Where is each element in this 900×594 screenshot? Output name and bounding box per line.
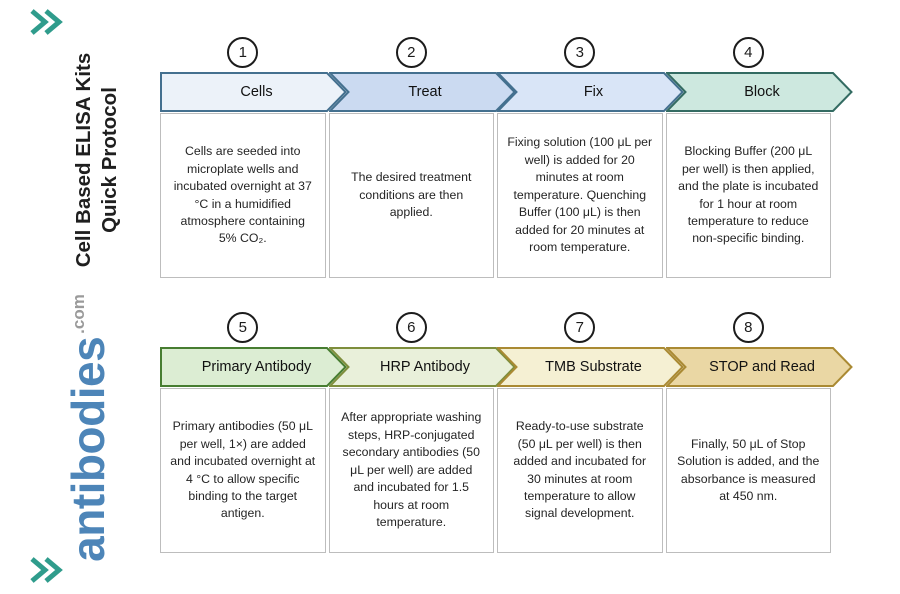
step-number-circle-3: 3 bbox=[564, 37, 596, 68]
step-description-box-treat: The desired treatment conditions are the… bbox=[328, 113, 494, 278]
page-title: Cell Based ELISA Kits Quick Protocol bbox=[71, 53, 123, 268]
antibodies-logo-suffix: .com bbox=[69, 294, 88, 334]
step-description-box-cells: Cells are seeded into microplate wells a… bbox=[160, 113, 326, 278]
step-banner-block: Block bbox=[665, 72, 853, 112]
step-banner-primary-antibody: Primary Antibody bbox=[160, 347, 347, 387]
step-number-circle-8: 8 bbox=[732, 312, 764, 343]
step-banner-label: Primary Antibody bbox=[201, 359, 312, 375]
step-description-box-primary-antibody: Primary antibodies (50 μL per well, 1×) … bbox=[160, 388, 326, 553]
step-description-box-fix: Fixing solution (100 μL per well) is add… bbox=[497, 113, 663, 278]
step-description-box-tmb-substrate: Ready-to-use substrate (50 μL per well) … bbox=[497, 388, 663, 553]
step-number-circle-1: 1 bbox=[227, 37, 259, 68]
step-number-circle-6: 6 bbox=[395, 312, 427, 343]
antibodies-logo: antibodies .com bbox=[61, 294, 115, 562]
step-banner-stop-and-read: STOP and Read bbox=[665, 347, 853, 387]
step-number-row: 1 2 3 4 bbox=[160, 37, 831, 68]
step-number-circle-4: 4 bbox=[732, 37, 764, 68]
banner-arrow-shape bbox=[328, 72, 516, 112]
step-description-box-block: Blocking Buffer (200 μL per well) is the… bbox=[665, 113, 831, 278]
step-description-row: Cells are seeded into microplate wells a… bbox=[160, 113, 831, 278]
step-banner-label: Fix bbox=[583, 84, 604, 100]
step-description: After appropriate washing steps, HRP-con… bbox=[341, 410, 482, 530]
step-number-circle-7: 7 bbox=[564, 312, 596, 343]
step-description: Finally, 50 μL of Stop Solution is added… bbox=[677, 436, 820, 503]
step-banner-hrp-antibody: HRP Antibody bbox=[328, 347, 516, 387]
step-number-row: 5 6 7 8 bbox=[160, 312, 831, 343]
step-description: The desired treatment conditions are the… bbox=[351, 170, 472, 220]
step-description-row: Primary antibodies (50 μL per well, 1×) … bbox=[160, 388, 831, 553]
banner-arrow-shape bbox=[328, 347, 516, 387]
step-description-box-hrp-antibody: After appropriate washing steps, HRP-con… bbox=[328, 388, 494, 553]
banner-arrow-shape bbox=[160, 347, 347, 387]
step-description: Cells are seeded into microplate wells a… bbox=[173, 144, 312, 246]
step-description-box-stop-and-read: Finally, 50 μL of Stop Solution is added… bbox=[665, 388, 831, 553]
step-banner-fix: Fix bbox=[497, 72, 684, 112]
corner-chevron-icon bbox=[30, 9, 63, 35]
step-description: Primary antibodies (50 μL per well, 1×) … bbox=[170, 419, 316, 521]
antibodies-logo-text: antibodies bbox=[62, 336, 114, 562]
banner-arrow-shape bbox=[665, 347, 853, 387]
step-banner-label: STOP and Read bbox=[709, 359, 815, 375]
step-banner-cells: Cells bbox=[160, 72, 347, 112]
banner-arrow-shape bbox=[497, 72, 684, 112]
banner-arrow-shape bbox=[160, 72, 347, 112]
step-banner-label: Cells bbox=[240, 84, 273, 100]
step-banner-label: TMB Substrate bbox=[545, 359, 642, 375]
step-description: Blocking Buffer (200 μL per well) is the… bbox=[678, 144, 819, 246]
banner-arrow-shape bbox=[665, 72, 853, 112]
step-banner-tmb-substrate: TMB Substrate bbox=[497, 347, 684, 387]
step-banner-row: Cells Treat Fix Block bbox=[160, 72, 853, 112]
step-banner-row: Primary Antibody HRP Antibody TMB Substrat… bbox=[160, 347, 853, 387]
step-description: Ready-to-use substrate (50 μL per well) … bbox=[513, 419, 647, 521]
page-title-line1: Cell Based ELISA Kits bbox=[71, 52, 95, 268]
page-title-line2: Quick Protocol bbox=[98, 87, 121, 233]
banner-arrow-shape bbox=[497, 347, 684, 387]
step-number-circle-2: 2 bbox=[395, 37, 427, 68]
step-banner-label: HRP Antibody bbox=[379, 359, 470, 375]
step-banner-label: Block bbox=[744, 84, 780, 100]
step-banner-label: Treat bbox=[408, 84, 442, 100]
step-description: Fixing solution (100 μL per well) is add… bbox=[507, 135, 653, 255]
corner-chevron-icon bbox=[30, 557, 63, 583]
step-number-circle-5: 5 bbox=[227, 312, 259, 343]
step-banner-treat: Treat bbox=[328, 72, 516, 112]
